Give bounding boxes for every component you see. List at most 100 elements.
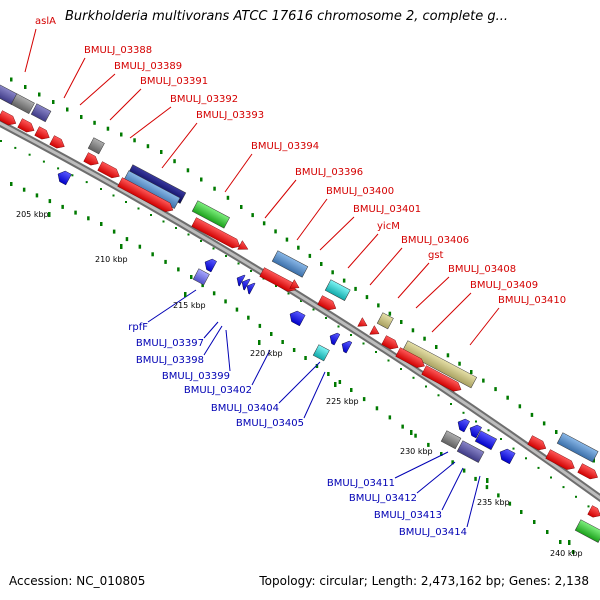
forward-gene-label[interactable]: BMULJ_03400	[326, 186, 394, 197]
reverse-gene-label[interactable]: BMULJ_03404	[211, 403, 279, 414]
gene-box	[376, 312, 394, 330]
reverse-gene-label[interactable]: BMULJ_03402	[184, 385, 252, 396]
gc-dot	[177, 267, 180, 272]
tick-label: 205 kbp	[16, 210, 49, 219]
tick-label: 225 kbp	[326, 397, 359, 406]
reverse-gene-label[interactable]: BMULJ_03399	[162, 371, 230, 382]
forward-gene-label[interactable]: BMULJ_03393	[196, 110, 264, 121]
forward-gene-label[interactable]: BMULJ_03389	[114, 61, 182, 72]
gc-dot	[512, 447, 515, 450]
reverse-gene-arrow	[499, 448, 516, 465]
reverse-gene-label[interactable]: BMULJ_03405	[236, 418, 304, 429]
forward-gene-label[interactable]: BMULJ_03388	[84, 45, 152, 56]
gc-dot	[474, 476, 477, 481]
gc-dot	[337, 325, 340, 328]
gc-dot	[530, 412, 534, 417]
gene-box	[324, 279, 351, 301]
forward-gene-label[interactable]: BMULJ_03406	[401, 235, 469, 246]
gene-box	[474, 430, 498, 451]
forward-gene-label[interactable]: aslA	[35, 16, 56, 27]
gc-dot	[575, 495, 577, 498]
gene-box	[192, 268, 210, 286]
gc-dot	[85, 181, 88, 184]
gc-dot	[38, 92, 41, 97]
gc-dot	[133, 138, 136, 143]
forward-gene-label[interactable]: BMULJ_03391	[140, 76, 208, 87]
reverse-gene-label[interactable]: rpfF	[128, 322, 148, 333]
gc-dot	[400, 368, 402, 370]
tick-mark	[486, 478, 489, 483]
reverse-gene-label[interactable]: BMULJ_03413	[374, 510, 442, 521]
gc-dot	[518, 404, 522, 409]
forward-gene-label[interactable]: gst	[428, 250, 444, 261]
gc-dot	[400, 320, 403, 324]
gc-content-track	[0, 77, 595, 554]
gc-dot	[213, 186, 216, 191]
gc-dot	[200, 240, 202, 242]
forward-label-leader	[63, 57, 86, 99]
gc-dot	[300, 300, 302, 302]
gc-dot	[0, 140, 2, 142]
forward-label-leader	[319, 216, 355, 251]
forward-gene-label[interactable]: BMULJ_03409	[470, 280, 538, 291]
gc-dot	[160, 150, 163, 154]
gc-dot	[414, 433, 417, 438]
forward-gene-arrow	[545, 449, 575, 470]
gc-dot	[365, 295, 369, 300]
gene-box	[87, 137, 105, 155]
gc-dot	[162, 220, 165, 223]
forward-gene-arrow	[357, 317, 368, 327]
gene-box	[440, 430, 462, 450]
forward-gene-arrow	[527, 435, 547, 451]
gene-box	[312, 344, 330, 362]
gc-dot	[186, 168, 190, 173]
forward-gene-label[interactable]: BMULJ_03408	[448, 264, 516, 275]
gc-dot	[74, 210, 77, 215]
gc-dot	[412, 376, 415, 379]
forward-label-leader	[415, 276, 450, 309]
reverse-gene-label[interactable]: BMULJ_03412	[349, 493, 417, 504]
gc-dot	[500, 438, 502, 440]
forward-gene-arrow	[381, 335, 399, 350]
gc-dot	[497, 493, 500, 498]
forward-label-leader	[161, 122, 198, 169]
gc-dot	[125, 201, 127, 203]
gc-dot	[525, 457, 527, 460]
tick-mark	[184, 292, 187, 297]
reverse-label-leader	[278, 361, 321, 404]
accession-text: Accession: NC_010805	[9, 574, 146, 588]
forward-label-leader	[224, 153, 253, 193]
gc-dot	[446, 353, 450, 358]
reverse-gene-label[interactable]: BMULJ_03398	[136, 355, 204, 366]
gc-dot	[100, 188, 102, 190]
gc-dot	[201, 283, 204, 288]
gc-dot	[572, 550, 575, 554]
gc-dot	[237, 262, 240, 265]
gc-dot	[375, 351, 377, 353]
gc-dot	[24, 85, 27, 89]
gc-dot	[80, 115, 83, 119]
forward-gene-arrow	[117, 177, 174, 212]
forward-gene-label[interactable]: BMULJ_03394	[251, 141, 319, 152]
forward-gene-label[interactable]: BMULJ_03410	[498, 295, 566, 306]
gc-dot	[520, 510, 523, 514]
reverse-gene-label[interactable]: BMULJ_03411	[327, 478, 395, 489]
reverse-label-leader	[303, 371, 326, 419]
gc-dot	[35, 193, 39, 198]
forward-gene-arrow	[34, 126, 50, 140]
gc-dot	[350, 334, 352, 336]
reverse-gene-label[interactable]: BMULJ_03414	[399, 527, 467, 538]
reverse-gene-label[interactable]: BMULJ_03397	[136, 338, 204, 349]
gc-dot	[555, 430, 558, 434]
reverse-label-leader	[147, 289, 197, 323]
forward-gene-arrow	[97, 161, 120, 179]
forward-gene-label[interactable]: BMULJ_03401	[353, 204, 421, 215]
gc-dot	[224, 299, 227, 304]
forward-gene-label[interactable]: yicM	[377, 221, 400, 232]
gc-dot	[270, 332, 273, 336]
gc-dot	[112, 194, 115, 197]
forward-gene-label[interactable]: BMULJ_03392	[170, 94, 238, 105]
forward-gene-label[interactable]: BMULJ_03396	[295, 167, 363, 178]
reverse-label-leader	[416, 461, 456, 494]
